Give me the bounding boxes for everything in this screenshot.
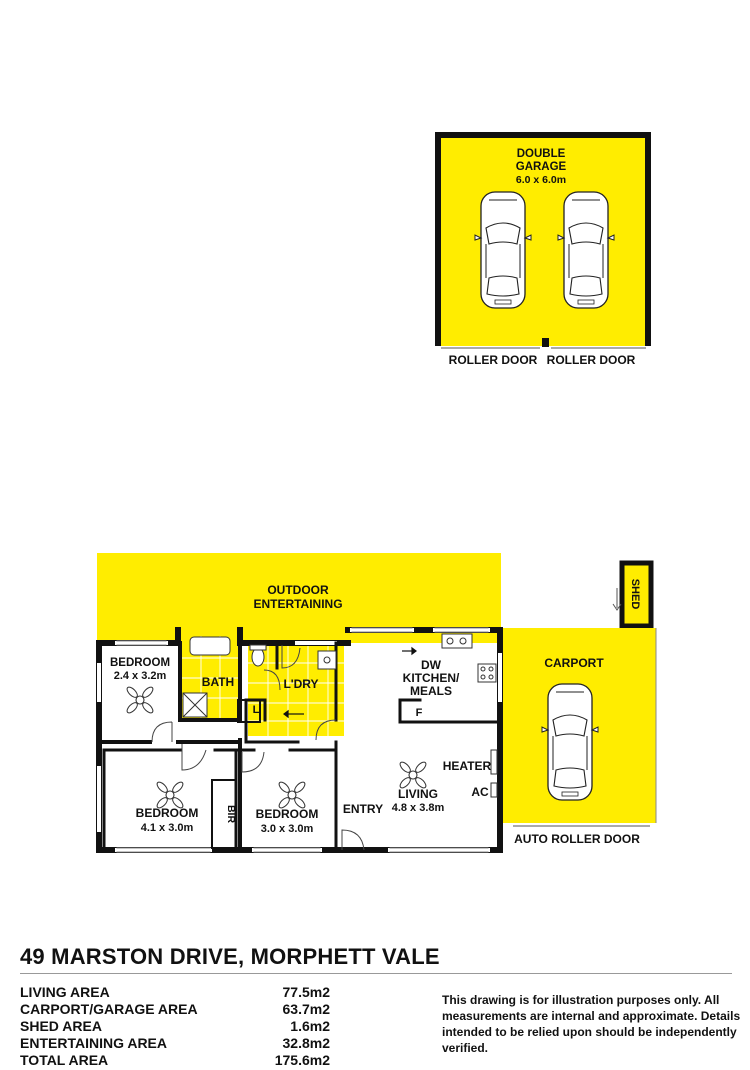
bedroom-3-size: 3.0 x 3.0m: [261, 823, 314, 835]
laundry-label: L'DRY: [283, 677, 318, 691]
entry-label: ENTRY: [343, 802, 383, 816]
cooktop-icon: [477, 663, 497, 683]
carport-label: CARPORT: [544, 656, 604, 670]
area-row: ENTERTAINING AREA 32.8m2: [20, 1035, 330, 1052]
ac-icon: [490, 782, 498, 798]
area-label: SHED AREA: [20, 1018, 102, 1034]
arrows: [283, 646, 417, 719]
area-row: SHED AREA 1.6m2: [20, 1018, 330, 1035]
door-swings: [151, 645, 365, 851]
room-labels: BEDROOM 2.4 x 3.2m BATH L'DRY L DW KITCH…: [110, 657, 492, 835]
shed: SHED: [612, 560, 654, 629]
area-value: 175.6m2: [274, 1052, 330, 1068]
carport: CARPORT AUTO ROLLER DOOR: [503, 628, 657, 846]
area-label: ENTERTAINING AREA: [20, 1035, 167, 1051]
bedroom-2-size: 4.1 x 3.0m: [141, 822, 194, 834]
heater-label: HEATER: [443, 759, 492, 773]
divider: [20, 973, 732, 974]
outdoor-label-line2: ENTERTAINING: [253, 597, 342, 611]
ceiling-fan-icon: [124, 684, 156, 716]
area-label: TOTAL AREA: [20, 1052, 109, 1068]
auto-roller-door-label: AUTO ROLLER DOOR: [514, 832, 640, 846]
bedroom-2-label: BEDROOM: [136, 806, 199, 820]
area-label: LIVING AREA: [20, 984, 110, 1000]
living-label: LIVING: [398, 787, 438, 801]
sink-icon: [441, 633, 473, 649]
bathtub-icon: [189, 636, 231, 656]
bath-label: BATH: [202, 675, 234, 689]
floor-plan: DOUBLE GARAGE 6.0 x 6.0m ROLLER DOOR ROL…: [96, 132, 657, 853]
disclaimer-text: This drawing is for illustration purpose…: [442, 993, 741, 1055]
car-icon: [541, 683, 599, 801]
area-summary: LIVING AREA 77.5m2 CARPORT/GARAGE AREA 6…: [20, 984, 330, 1069]
car-icon: [474, 191, 532, 309]
heater-icon: [490, 749, 498, 775]
outdoor-label: OUTDOOR: [267, 583, 329, 597]
linen-label: L: [253, 704, 260, 716]
ac-label: AC: [471, 785, 489, 799]
fixtures: [182, 633, 498, 798]
area-value: 63.7m2: [282, 1001, 330, 1017]
kitchen-label-line2: MEALS: [410, 684, 452, 698]
garage-label: DOUBLE: [517, 148, 566, 160]
bedroom-1-label: BEDROOM: [110, 657, 170, 669]
property-address-title: 49 MARSTON DRIVE, MORPHETT VALE: [20, 944, 440, 969]
garage-label-line2: GARAGE: [516, 161, 567, 173]
ceiling-fan-icon: [397, 759, 429, 791]
area-value: 77.5m2: [282, 984, 330, 1000]
shed-label: SHED: [629, 579, 641, 610]
area-value: 32.8m2: [282, 1035, 330, 1051]
bir-label: BIR: [225, 805, 237, 824]
bedroom-3-label: BEDROOM: [256, 807, 319, 821]
fridge-label: F: [416, 707, 423, 719]
ceiling-fan-icon: [276, 779, 308, 811]
area-value: 1.6m2: [290, 1018, 330, 1034]
double-garage: DOUBLE GARAGE 6.0 x 6.0m ROLLER DOOR ROL…: [435, 132, 651, 367]
area-row: LIVING AREA 77.5m2: [20, 984, 330, 1001]
area-label: CARPORT/GARAGE AREA: [20, 1001, 198, 1017]
dw-label: DW: [421, 658, 442, 672]
bedroom-1-size: 2.4 x 3.2m: [114, 670, 167, 682]
living-size: 4.8 x 3.8m: [392, 802, 445, 814]
kitchen-label: KITCHEN/: [403, 671, 460, 685]
area-row: TOTAL AREA 175.6m2: [20, 1052, 330, 1069]
linen-cupboard: [237, 699, 261, 723]
roller-door-label: ROLLER DOOR: [449, 353, 538, 367]
car-icon: [557, 191, 615, 309]
roller-door-label: ROLLER DOOR: [547, 353, 636, 367]
garage-size: 6.0 x 6.0m: [516, 174, 566, 186]
area-row: CARPORT/GARAGE AREA 63.7m2: [20, 1001, 330, 1018]
toilet-icon: [251, 647, 265, 667]
